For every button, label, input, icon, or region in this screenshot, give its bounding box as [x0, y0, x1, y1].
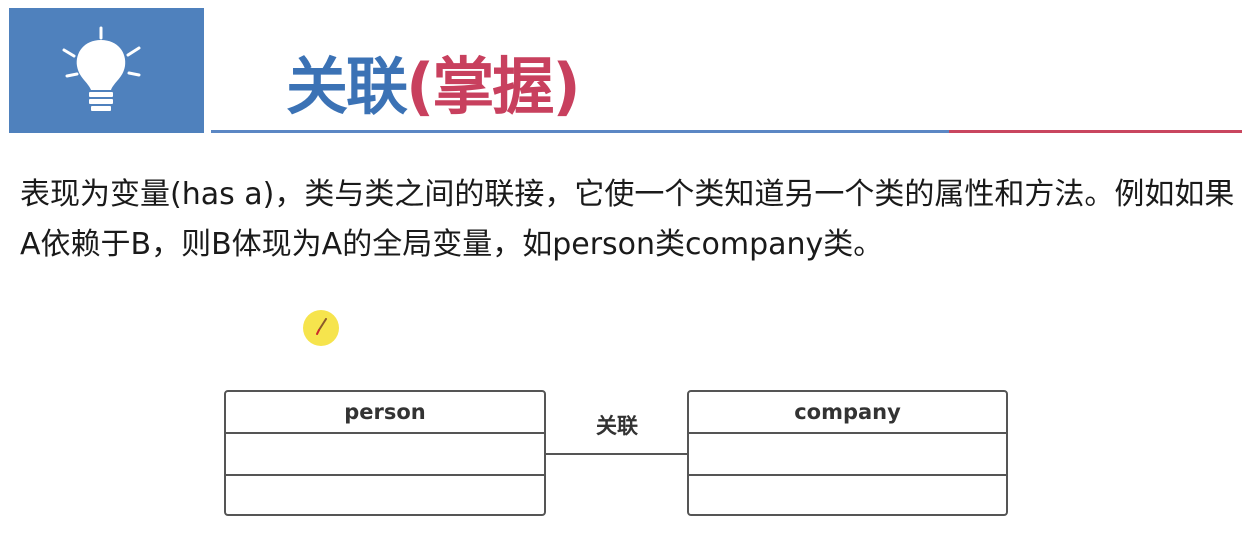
- uml-class-name: company: [689, 392, 1006, 434]
- uml-class-company: company: [687, 390, 1008, 516]
- cursor-highlight: [303, 310, 339, 346]
- uml-class-person: person: [224, 390, 546, 516]
- slide-title-main: 关联: [286, 50, 408, 123]
- lightbulb-icon: [62, 26, 141, 111]
- title-underline-blue: [211, 130, 949, 133]
- slide-title: 关联(掌握): [286, 45, 581, 129]
- uml-methods-compartment: [226, 476, 544, 514]
- uml-attributes-compartment: [689, 434, 1006, 476]
- association-line: [546, 453, 687, 455]
- uml-methods-compartment: [689, 476, 1006, 514]
- uml-attributes-compartment: [226, 434, 544, 476]
- association-label: 关联: [596, 414, 638, 438]
- association-description: 表现为变量(has a)，类与类之间的联接，它使一个类知道另一个类的属性和方法。…: [20, 177, 1235, 262]
- lightbulb-icon-tile: [9, 8, 204, 133]
- title-underline-red: [949, 130, 1242, 133]
- slide-title-accent: (掌握): [406, 50, 581, 123]
- uml-class-name: person: [226, 392, 544, 434]
- pen-pointer-icon: [316, 318, 327, 335]
